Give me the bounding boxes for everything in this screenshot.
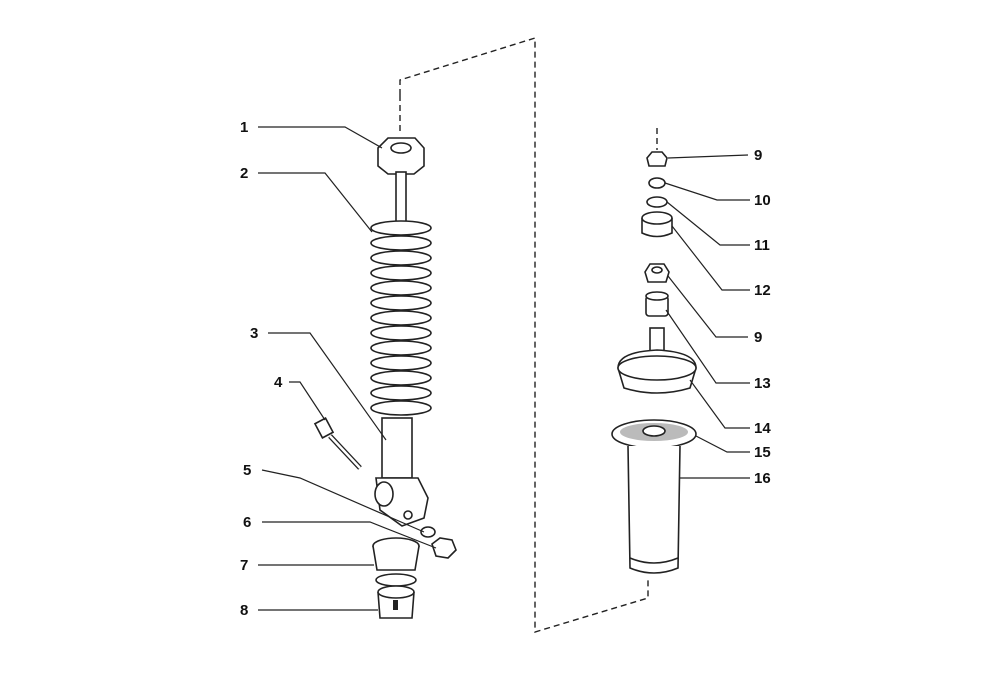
spring-coil (370, 355, 432, 371)
callout-label: 9 (754, 147, 762, 164)
spring-coil (370, 265, 432, 281)
bushing-part-7 (372, 537, 420, 587)
washer-part-5 (420, 526, 436, 538)
callout-label: 7 (240, 557, 248, 574)
callout-label: 5 (243, 462, 251, 479)
spring-coil (370, 280, 432, 296)
spring-coil (370, 400, 432, 416)
callout-label: 15 (754, 444, 771, 461)
spring-coil (370, 235, 432, 251)
damper-body-part-3 (374, 417, 429, 527)
nut-part-6 (431, 537, 457, 559)
callout-label: 13 (754, 375, 771, 392)
spring-coil (370, 220, 432, 236)
spring-coil (370, 310, 432, 326)
callout-label: 3 (250, 325, 258, 342)
callout-label: 10 (754, 192, 771, 209)
callout-label: 11 (754, 237, 770, 254)
nut-part-9-lower (644, 263, 670, 283)
spacer-part-13 (645, 291, 669, 317)
nut-part-9-top (646, 151, 668, 167)
callout-label: 2 (240, 165, 248, 182)
coil-spring-part-2 (370, 220, 432, 416)
callout-label: 12 (754, 282, 771, 299)
callout-label: 14 (754, 420, 771, 437)
leader-lines (258, 126, 750, 611)
spring-coil (370, 340, 432, 356)
spring-coil (370, 370, 432, 386)
washer-part-10 (648, 177, 666, 189)
bushing-part-8 (377, 585, 415, 619)
spring-coil (370, 250, 432, 266)
callout-label: 9 (754, 329, 762, 346)
washer-part-11 (646, 196, 668, 208)
spring-coil (370, 385, 432, 401)
callout-label: 8 (240, 602, 248, 619)
callout-label: 1 (240, 119, 248, 136)
assembly-connector-line (399, 37, 649, 633)
cup-part-14 (617, 327, 697, 394)
callout-label: 6 (243, 514, 251, 531)
tube-part-16 (627, 445, 681, 574)
spring-coil (370, 295, 432, 311)
spring-coil (370, 325, 432, 341)
bolt-part-4 (313, 417, 362, 470)
plate-part-15 (611, 419, 697, 449)
callout-label: 4 (274, 374, 283, 391)
bush-part-12 (641, 211, 673, 238)
callout-label: 16 (754, 470, 771, 487)
nut-part-1 (377, 137, 425, 175)
